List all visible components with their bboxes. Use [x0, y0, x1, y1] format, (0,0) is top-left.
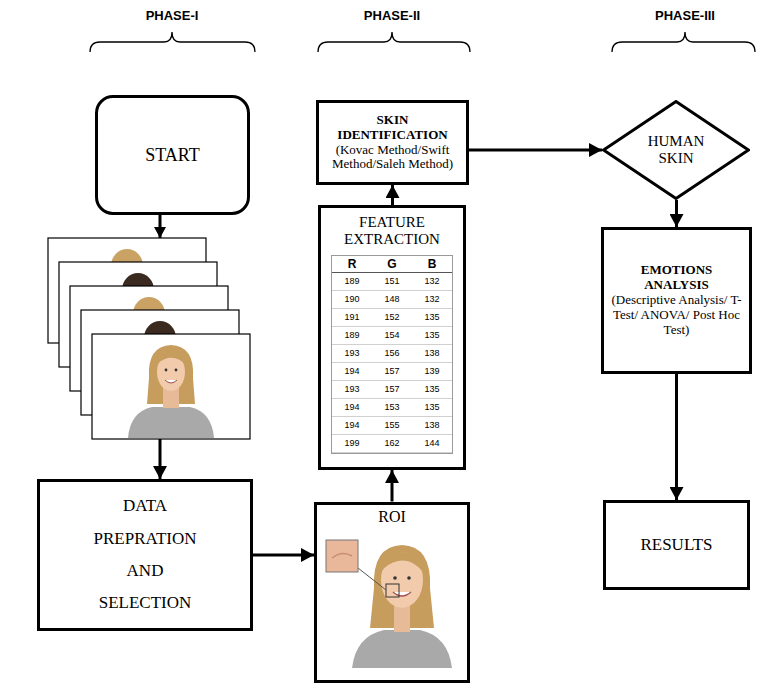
node-content: EMOTIONS ANALYSIS(Descriptive Analysis/ … [610, 263, 743, 338]
eye [407, 576, 411, 580]
shirt [128, 407, 214, 438]
neck [394, 606, 410, 632]
eye [175, 369, 178, 372]
eye [165, 369, 168, 372]
table-cell: 194 [332, 417, 372, 435]
table-cell: 199 [332, 435, 372, 453]
figure-holder [322, 528, 462, 672]
flow-arrow [675, 200, 678, 227]
table-cell: 138 [412, 417, 452, 435]
table-cell: 135 [412, 327, 452, 345]
smile [393, 592, 411, 596]
table-cell: 138 [412, 345, 452, 363]
node-content: RESULTS [640, 535, 712, 555]
skin-patch-zoom [326, 540, 358, 572]
phase-heading: PHASE-III [655, 8, 715, 23]
feature-box: FEATURE EXTRACTIONRGB1891511321901481321… [318, 205, 466, 470]
hair-fringe [156, 352, 187, 366]
table-cell: 190 [332, 291, 372, 309]
table-cell: 189 [332, 327, 372, 345]
table-cell: 191 [332, 309, 372, 327]
phase-heading: PHASE-II [364, 8, 420, 23]
table-header: R [332, 256, 372, 273]
table-cell: 135 [412, 381, 452, 399]
node-content: ROI [322, 508, 462, 672]
node-content: FEATURE EXTRACTIONRGB1891511321901481321… [332, 214, 452, 454]
table-cell: 152 [372, 309, 412, 327]
leader-line [358, 568, 386, 590]
table-cell: 148 [372, 291, 412, 309]
face [381, 552, 423, 608]
table-cell: 153 [372, 399, 412, 417]
table-cell: 194 [332, 363, 372, 381]
node-content: SKIN IDENTIFICATION(Kovac Method/Swift M… [325, 113, 460, 173]
face-photo [322, 528, 462, 668]
node-title: DATA PREPRATION AND SELECTION [83, 490, 208, 619]
shirt [352, 630, 452, 668]
process-box: EMOTIONS ANALYSIS(Descriptive Analysis/ … [601, 227, 752, 374]
roi-box: ROI [314, 502, 470, 683]
table-cell: 157 [372, 363, 412, 381]
curly-brace [612, 32, 755, 52]
node-content: START [145, 145, 199, 166]
node-title: START [145, 145, 199, 166]
table-cell: 156 [372, 345, 412, 363]
table-header: G [372, 256, 412, 273]
node-content: HUMAN SKIN [641, 133, 711, 168]
node-content: DATA PREPRATION AND SELECTION [83, 490, 208, 619]
table-cell: 139 [412, 363, 452, 381]
node-subtitle: (Kovac Method/Swift Method/Saleh Method) [325, 143, 460, 173]
node-title: SKIN IDENTIFICATION [325, 113, 460, 143]
table-cell: 132 [412, 273, 452, 291]
process-box: SKIN IDENTIFICATION(Kovac Method/Swift M… [316, 100, 469, 185]
table-cell: 193 [332, 345, 372, 363]
flow-arrow [253, 554, 314, 557]
table-cell: 135 [412, 309, 452, 327]
decision-diamond: HUMAN SKIN [602, 100, 750, 200]
table-cell: 151 [372, 273, 412, 291]
table-cell: 194 [332, 399, 372, 417]
arrow-head [154, 227, 166, 238]
curly-brace [318, 32, 470, 52]
process-box: DATA PREPRATION AND SELECTION [37, 479, 253, 631]
node-subtitle: (Descriptive Analysis/ T-Test/ ANOVA/ Po… [610, 293, 743, 338]
hair-fringe [381, 552, 423, 572]
photo-frame [92, 334, 250, 439]
smile [165, 380, 177, 383]
table-cell: 144 [412, 435, 452, 453]
table-cell: 135 [412, 399, 452, 417]
diamond-shape [604, 102, 749, 199]
flow-arrow [391, 470, 394, 502]
table-cell: 162 [372, 435, 412, 453]
phase-heading: PHASE-I [146, 8, 199, 23]
node-title: HUMAN SKIN [641, 133, 711, 168]
flow-arrow [675, 374, 678, 500]
table-cell: 132 [412, 291, 452, 309]
flow-arrow [469, 149, 602, 152]
table-header: B [412, 256, 452, 273]
curly-brace [90, 32, 255, 52]
node-title: RESULTS [640, 535, 712, 555]
result-box: RESULTS [603, 500, 750, 590]
node-title: EMOTIONS ANALYSIS [610, 263, 743, 293]
table-cell: 157 [372, 381, 412, 399]
node-title: ROI [378, 508, 406, 526]
table-cell: 154 [372, 327, 412, 345]
flow-arrow [391, 185, 394, 205]
table-cell: 189 [332, 273, 372, 291]
table-cell: 155 [372, 417, 412, 435]
start-terminal: START [95, 95, 250, 215]
skin-texture [332, 553, 352, 558]
node-title: FEATURE EXTRACTION [332, 214, 452, 249]
roi-marker [386, 584, 399, 597]
eye [393, 576, 397, 580]
table-cell: 193 [332, 381, 372, 399]
rgb-table: RGB1891511321901481321911521351891541351… [331, 255, 453, 454]
